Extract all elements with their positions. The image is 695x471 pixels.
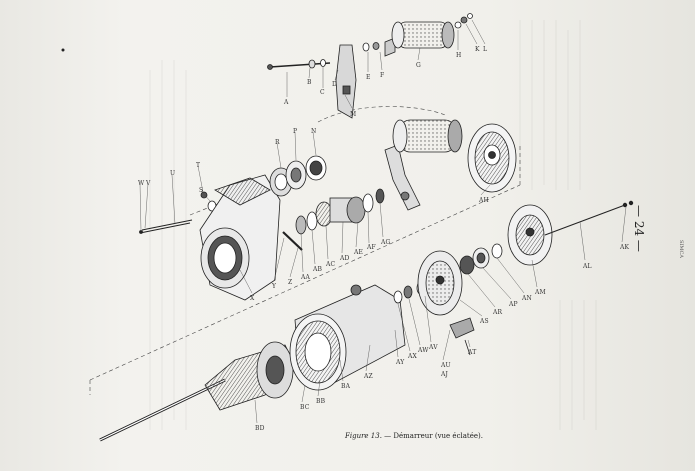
callout-bb: BB [316,398,326,405]
callout-m: M [350,111,357,118]
callout-aw: AW [418,347,429,354]
callout-a: A [284,99,289,106]
callout-as: AS [480,318,489,325]
callout-x: X [250,295,255,302]
callout-ae: AE [354,249,364,256]
leader-lines [139,19,627,424]
callout-z: Z [288,279,293,286]
callout-az: AZ [364,373,373,380]
callout-y: Y [272,283,277,290]
callout-ah: AH [479,197,489,204]
callout-an: AN [522,295,532,302]
callout-f: F [380,72,385,79]
callout-ap: AP [509,301,518,308]
callout-aj: AJ [441,371,449,378]
callout-d: D [332,81,338,88]
callout-ac: AC [326,261,336,268]
callout-at: AT [468,349,477,356]
callout-au: AU [441,362,451,369]
callout-aa: AA [301,274,311,281]
figure-caption: Figure 13. — Démarreur (vue éclatée). [345,432,483,440]
callout-g: G [416,62,421,69]
callout-e: E [366,74,371,81]
callout-af: AF [367,244,376,251]
callout-al: AL [583,263,592,270]
callout-c: C [320,89,325,96]
callout-av: AV [429,344,438,351]
callout-bc: BC [300,404,310,411]
middle-left-group [139,155,385,301]
callout-k: K [475,46,480,53]
lower-group [99,200,634,442]
top-group [267,13,473,119]
margin-mark: SIMCA [678,240,684,258]
callout-ba: BA [341,383,351,390]
page-number: — 24 — [632,205,646,252]
figure-number: Figure 13. [345,432,382,440]
callout-b: B [307,79,312,86]
callout-ag: AG [381,239,391,246]
callout-ax: AX [408,353,418,360]
figure-title: — Démarreur (vue éclatée). [381,432,483,440]
callout-bd: BD [255,425,265,432]
callout-am: AM [535,289,546,296]
callout-p: P [293,128,298,135]
callout-h: H [456,52,462,59]
middle-right-group [384,119,517,211]
callout-l: L [483,46,488,53]
callout-w: W [138,180,145,187]
callout-s: S [199,187,204,194]
callout-ay: AY [396,359,405,366]
callout-ar: AR [493,309,503,316]
callout-ak: AK [620,244,630,251]
callout-ad: AD [340,255,350,262]
callout-u: U [170,170,176,177]
callout-r: R [275,139,280,146]
callout-ab: AB [313,266,323,273]
callout-v: V [146,180,151,187]
callout-t: T [196,162,201,169]
bleed-through-text [149,20,597,430]
callout-n: N [311,128,317,135]
